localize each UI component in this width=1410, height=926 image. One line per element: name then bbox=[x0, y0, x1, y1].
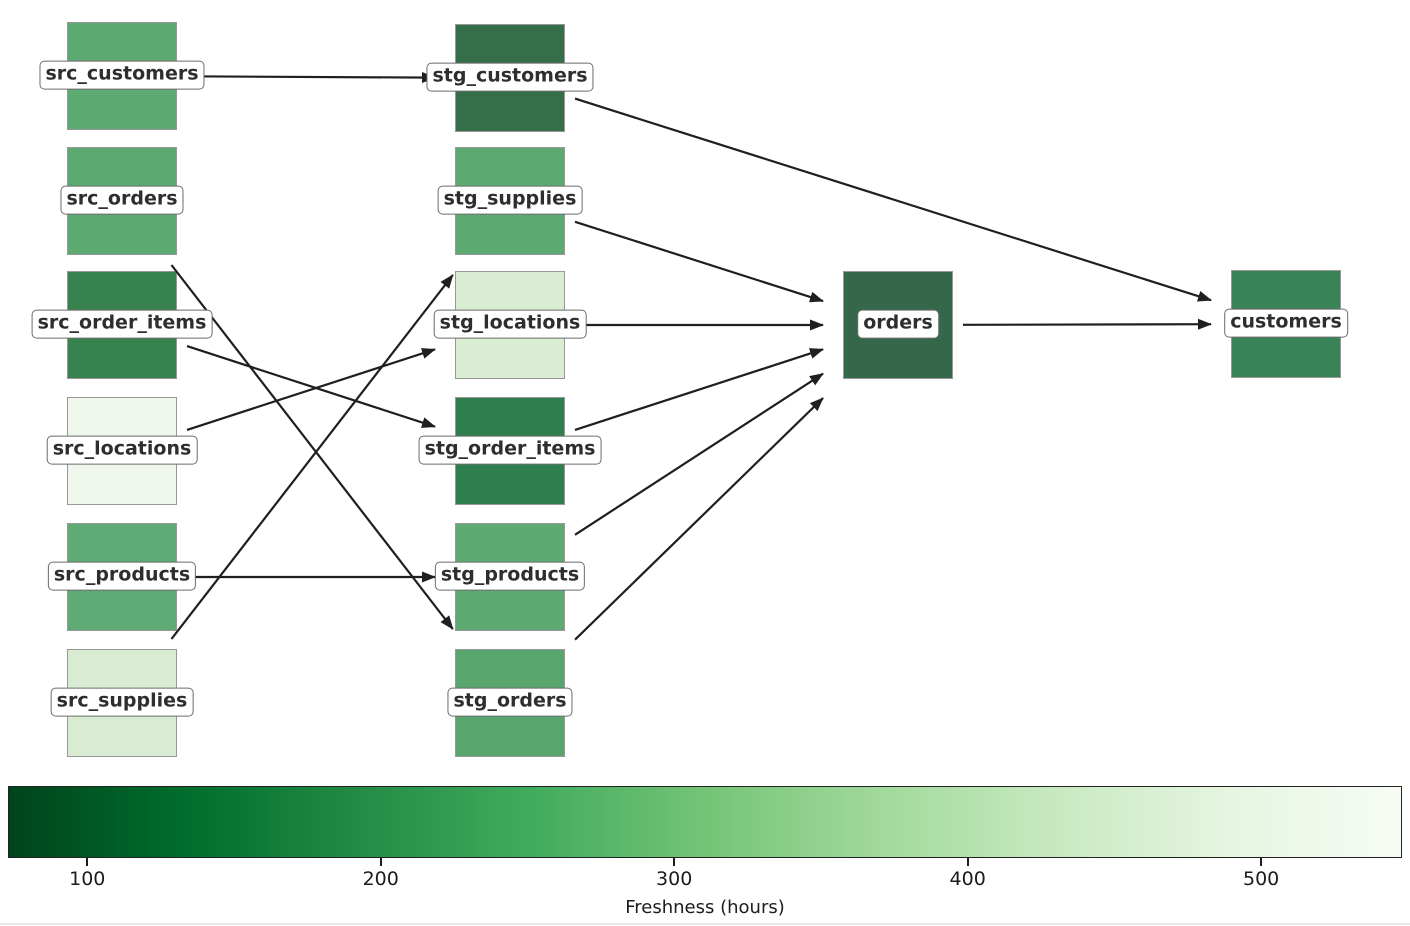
node-label-src_locations: src_locations bbox=[46, 435, 198, 465]
edge-stg_supplies-to-orders bbox=[574, 220, 824, 303]
edge-src_locations-to-stg_locations bbox=[186, 348, 436, 431]
edge-src_customers-to-stg_customers bbox=[186, 72, 436, 84]
colorbar-ticklabel-400: 400 bbox=[949, 868, 986, 890]
edge-src_supplies-to-stg_supplies bbox=[170, 274, 454, 640]
node-label-src_order_items: src_order_items bbox=[31, 309, 213, 339]
edge-stg_order_items-to-orders bbox=[574, 348, 824, 431]
colorbar-tickmark-500 bbox=[1260, 858, 1263, 866]
edge-stg_customers-to-customers bbox=[574, 97, 1212, 302]
freshness-colorbar bbox=[8, 786, 1402, 858]
node-label-stg_customers: stg_customers bbox=[426, 62, 594, 92]
node-label-stg_locations: stg_locations bbox=[433, 309, 587, 339]
edge-stg_products-to-orders bbox=[574, 372, 824, 536]
colorbar-tickmark-400 bbox=[966, 858, 969, 866]
node-label-stg_supplies: stg_supplies bbox=[437, 185, 583, 215]
colorbar-ticklabel-100: 100 bbox=[69, 868, 106, 890]
colorbar-ticklabel-200: 200 bbox=[362, 868, 399, 890]
colorbar-ticklabel-500: 500 bbox=[1242, 868, 1280, 890]
node-label-stg_products: stg_products bbox=[434, 561, 586, 591]
node-label-stg_order_items: stg_order_items bbox=[418, 435, 602, 465]
node-label-src_products: src_products bbox=[47, 561, 197, 591]
node-label-customers: customers bbox=[1224, 308, 1348, 338]
edge-src_orders-to-stg_orders bbox=[170, 264, 454, 630]
edge-orders-to-customers bbox=[962, 318, 1212, 330]
window-bottom-divider bbox=[0, 923, 1410, 925]
node-label-src_supplies: src_supplies bbox=[50, 687, 194, 717]
node-label-stg_orders: stg_orders bbox=[447, 687, 573, 717]
node-label-src_orders: src_orders bbox=[60, 185, 184, 215]
colorbar-axis-label: Freshness (hours) bbox=[625, 897, 785, 918]
node-label-orders: orders bbox=[857, 309, 939, 339]
colorbar-tickmark-200 bbox=[379, 858, 382, 866]
edge-src_order_items-to-stg_order_items bbox=[186, 345, 436, 428]
edge-stg_orders-to-orders bbox=[574, 397, 824, 641]
colorbar-tickmark-100 bbox=[86, 858, 89, 866]
colorbar-ticklabel-300: 300 bbox=[656, 868, 693, 890]
node-label-src_customers: src_customers bbox=[39, 60, 205, 90]
colorbar-tickmark-300 bbox=[673, 858, 676, 866]
